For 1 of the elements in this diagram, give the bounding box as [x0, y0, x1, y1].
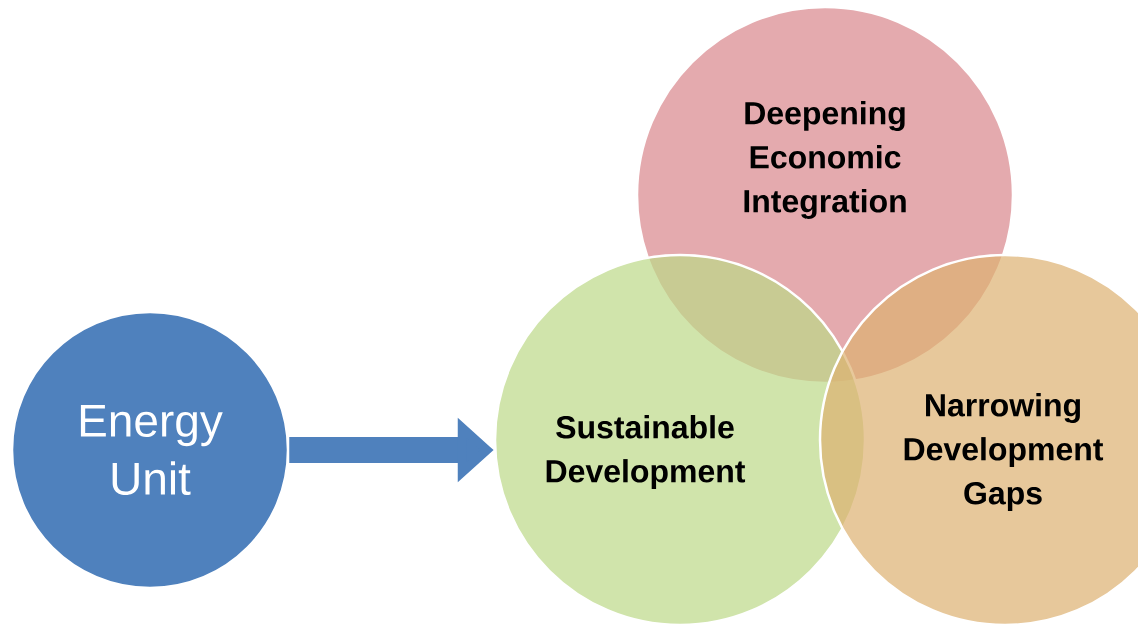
circle-node: Energy Unit [10, 310, 290, 590]
